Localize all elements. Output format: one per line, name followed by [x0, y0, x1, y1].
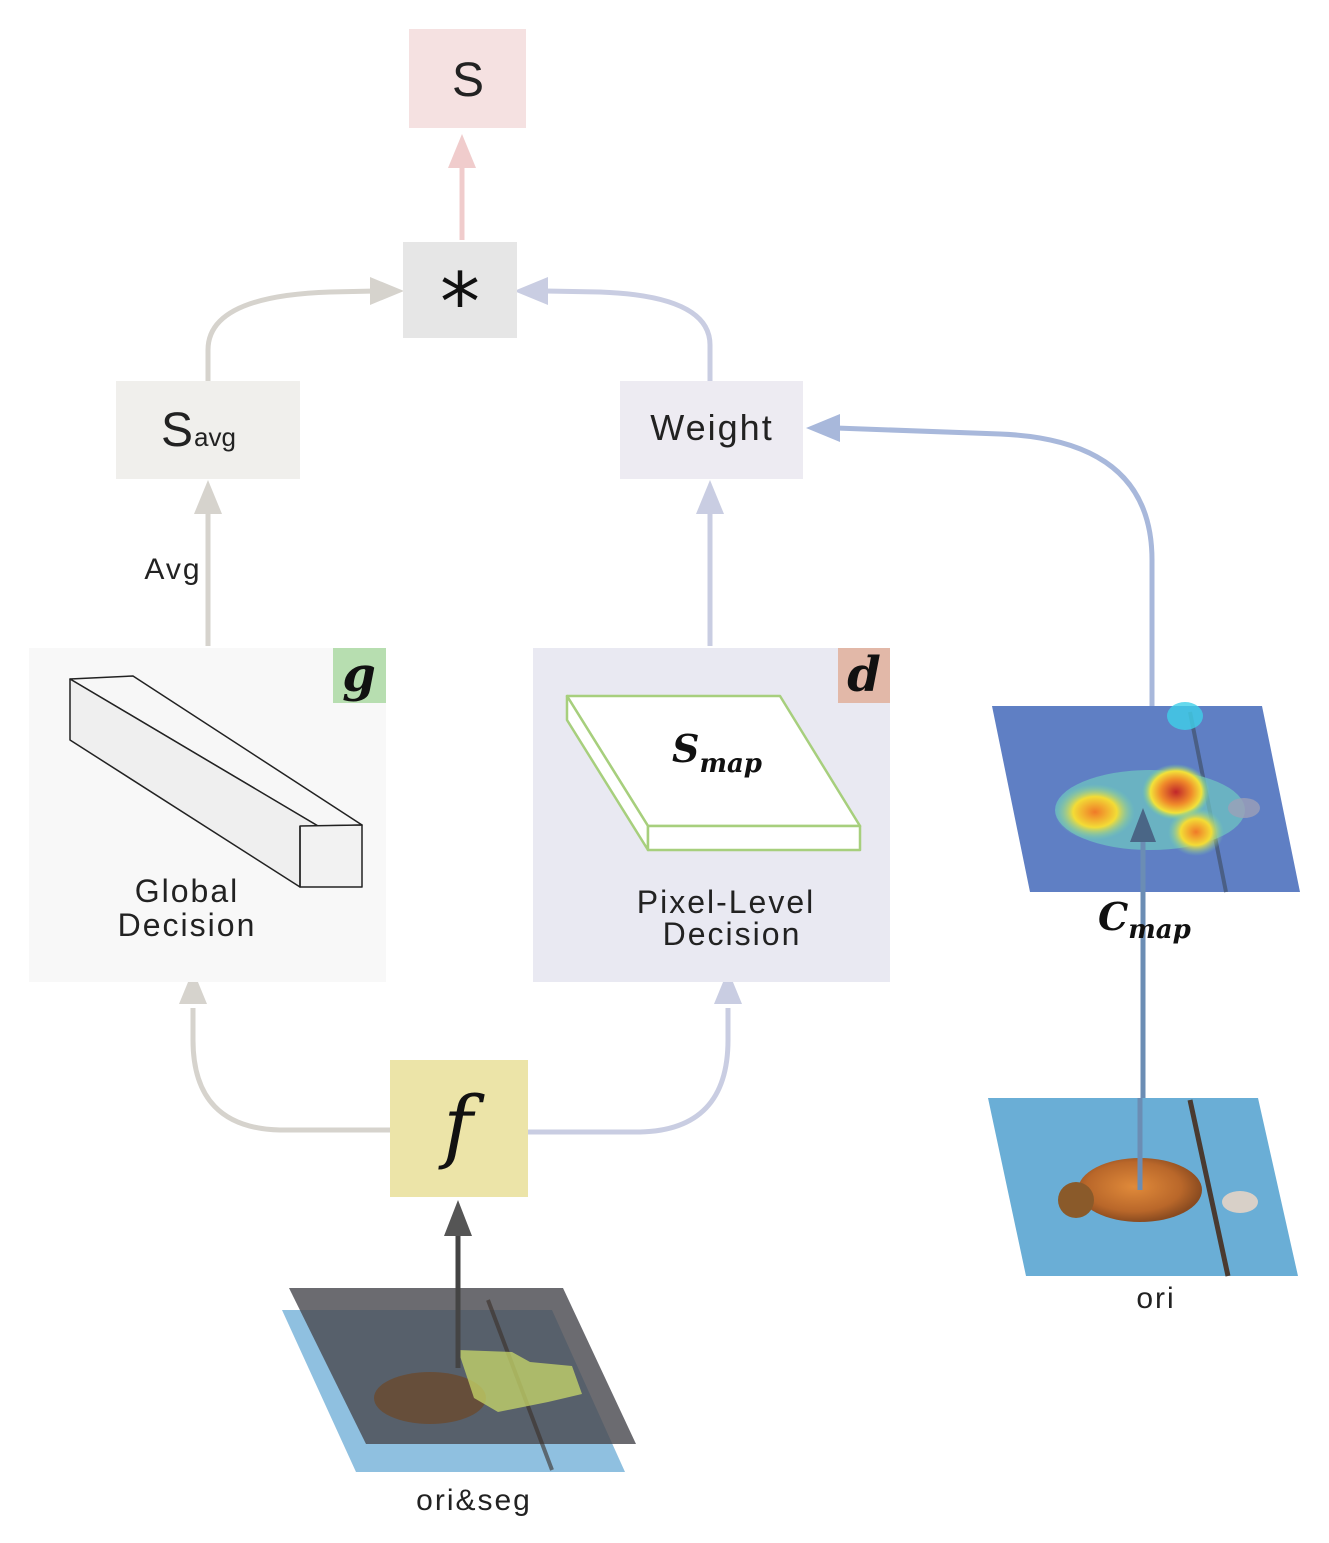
d-badge: [838, 648, 890, 703]
global-decision-line1: Global: [135, 873, 240, 909]
f-box: [390, 1060, 528, 1197]
savg-label: Savg: [161, 404, 236, 457]
d-badge-label: d: [847, 647, 881, 703]
weight-to-mult-arrow: [544, 288, 713, 381]
smap-slab-icon: [565, 694, 862, 852]
cmap-heatmap-image: [992, 702, 1300, 893]
f-to-pixel-arrow: [528, 1008, 731, 1135]
pixel-decision-line2: Decision: [663, 916, 802, 952]
ori-seg-image: [282, 1288, 636, 1472]
pixel-to-weight-arrowhead: [696, 480, 724, 514]
cmap-label: Cmap: [1098, 894, 1191, 945]
s-label: S: [452, 54, 484, 107]
savg-to-mult-arrow: [205, 288, 377, 381]
global-vector-icon: [69, 675, 363, 888]
ori-bird-image: [988, 1098, 1298, 1277]
ori-seg-label: ori&seg: [416, 1484, 532, 1517]
pixel-decision-line1: Pixel-Level: [637, 884, 816, 920]
mult-to-s-arrowhead: [448, 134, 476, 168]
f-to-pixel-arrowhead: [714, 970, 742, 1004]
f-to-global-arrowhead: [179, 970, 207, 1004]
weight-box: [620, 381, 803, 479]
f-to-global-arrow: [190, 1008, 390, 1133]
mult-box: [403, 242, 517, 338]
smap-label: Smap: [672, 726, 762, 779]
global-to-savg-arrowhead: [194, 480, 222, 514]
global-decision-line2: Decision: [118, 907, 257, 943]
cmap-to-weight-arrowhead: [806, 414, 840, 442]
cmap-to-weight-arrow: [835, 425, 1155, 706]
g-badge-label: g: [342, 647, 376, 703]
mult-label: *: [440, 256, 480, 349]
savg-to-mult-arrowhead: [370, 277, 404, 305]
weight-label: Weight: [650, 407, 773, 448]
avg-edge-label: Avg: [144, 553, 201, 586]
ori-to-cmap-arrowhead: [1130, 808, 1156, 842]
ori-label: ori: [1136, 1282, 1175, 1315]
oriseg-to-f-arrowhead: [444, 1200, 472, 1236]
savg-box: [116, 381, 300, 479]
weight-to-mult-arrowhead: [514, 277, 548, 305]
s-box: [409, 29, 526, 128]
g-badge: [333, 648, 386, 703]
